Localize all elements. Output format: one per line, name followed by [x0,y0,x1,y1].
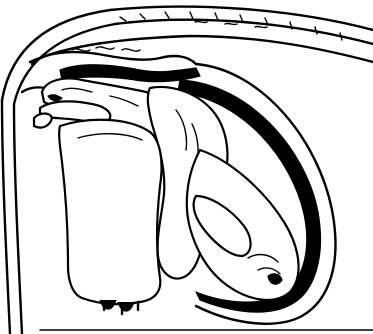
fetal-body [187,150,299,300]
lower-column [59,120,161,304]
cervix-region [32,47,200,82]
bottom-prongs [100,300,138,314]
